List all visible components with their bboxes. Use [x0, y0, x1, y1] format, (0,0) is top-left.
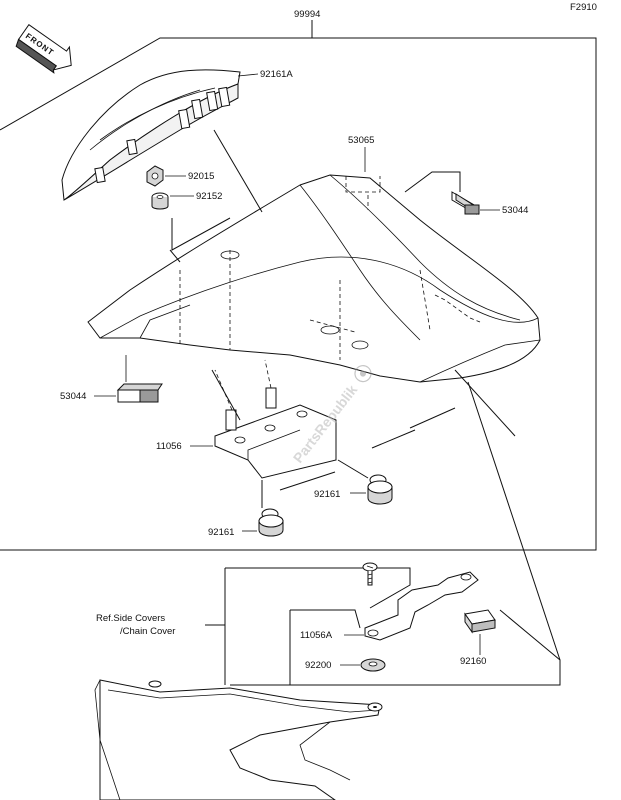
- label-53044-left: 53044: [60, 391, 86, 402]
- front-direction-badge: FRONT: [15, 24, 72, 74]
- label-92160: 92160: [460, 656, 486, 667]
- kit-boundary-line: [0, 30, 313, 131]
- seat-cowl: [61, 69, 241, 201]
- kit-boundary-right: [0, 37, 597, 551]
- label-92161-left: 92161: [208, 527, 234, 538]
- collar-92152: [151, 192, 169, 210]
- label-92161A: 92161A: [260, 69, 293, 80]
- screw: [362, 562, 378, 586]
- label-92152: 92152: [196, 191, 222, 202]
- label-92200: 92200: [305, 660, 331, 671]
- label-53065: 53065: [348, 135, 374, 146]
- rubber-left: [258, 508, 284, 537]
- label-99994: 99994: [294, 9, 320, 20]
- label-92015: 92015: [188, 171, 214, 182]
- lower-kit-boundary: [225, 567, 411, 609]
- washer-92200: [360, 658, 386, 672]
- label-11056: 11056: [156, 441, 182, 452]
- pad-92160: [464, 609, 496, 634]
- label-53044-right: 53044: [502, 205, 528, 216]
- damper-right: [451, 191, 480, 215]
- bracket-11056: [214, 359, 337, 479]
- seat-cover: [87, 174, 541, 383]
- label-92161-right: 92161: [314, 489, 340, 500]
- damper-left: [116, 383, 163, 403]
- figure-code: F2910: [570, 2, 597, 13]
- ref-label-line2: /Chain Cover: [120, 626, 175, 637]
- bracket-11056A: [364, 571, 479, 641]
- nut-92015: [146, 165, 164, 187]
- ref-label-line1: Ref.Side Covers: [96, 613, 165, 624]
- label-11056A: 11056A: [300, 630, 333, 641]
- side-cover-reference: [94, 679, 383, 800]
- rubber-right: [367, 474, 393, 505]
